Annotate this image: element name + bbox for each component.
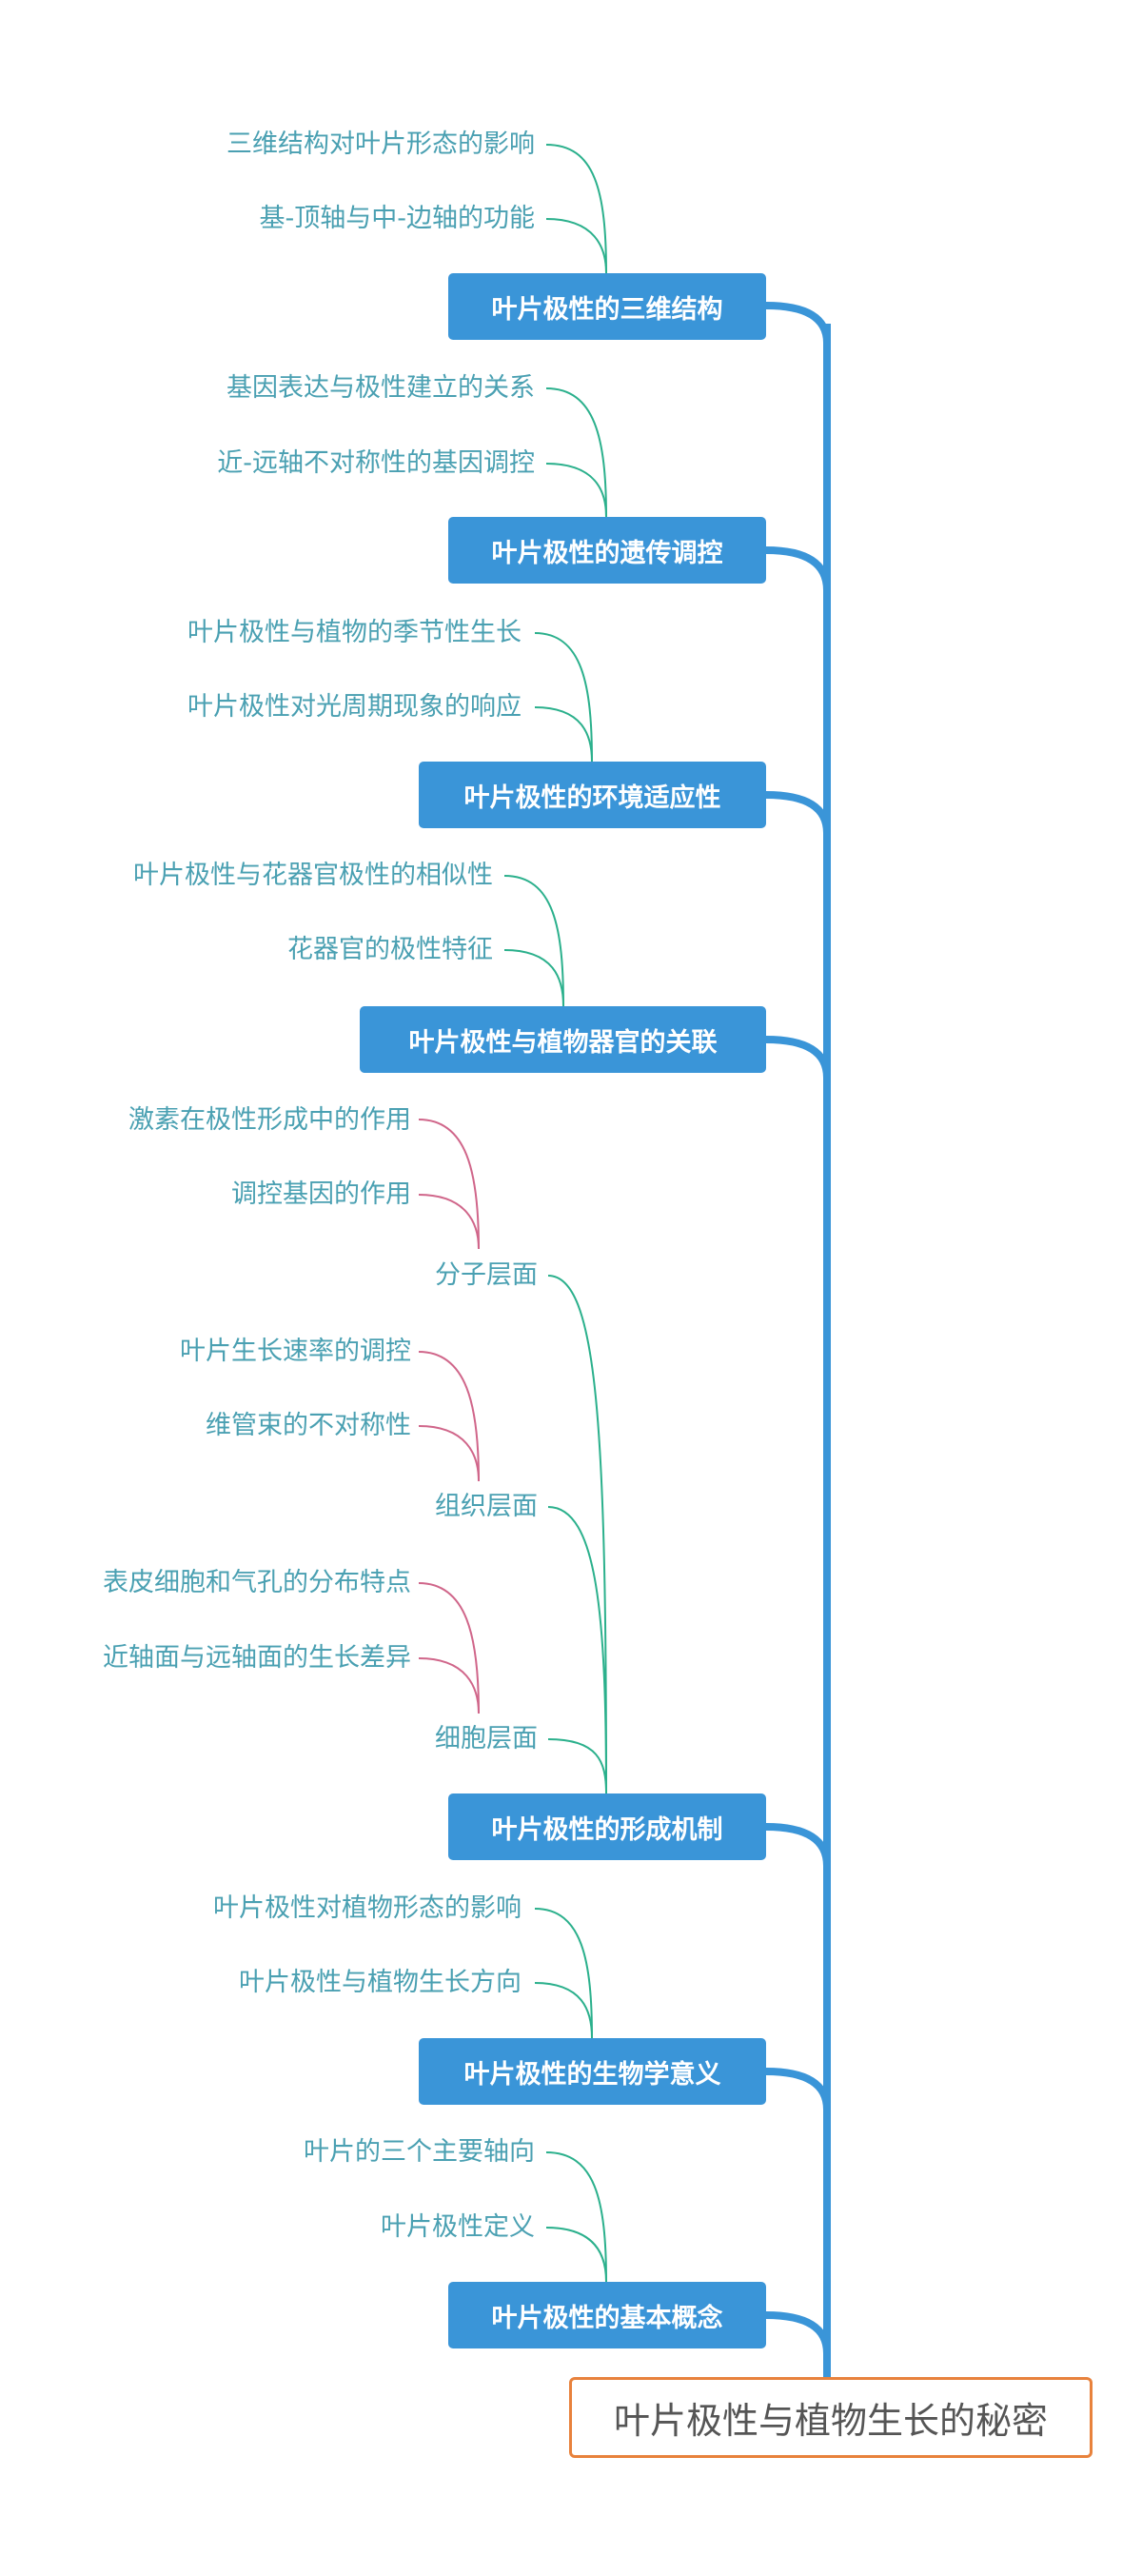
leaf-node[interactable]: 激素在极性形成中的作用	[128, 1105, 411, 1135]
leaf-node[interactable]: 叶片极性与植物的季节性生长	[187, 618, 522, 647]
leaf-node[interactable]: 叶片的三个主要轴向	[304, 2137, 535, 2167]
root-node[interactable]: 叶片极性与植物生长的秘密	[569, 2377, 1093, 2458]
branch-node-basic-concepts[interactable]: 叶片极性的基本概念	[448, 2282, 766, 2348]
leaf-node[interactable]: 花器官的极性特征	[287, 935, 493, 964]
leaf-node[interactable]: 叶片极性与植物生长方向	[239, 1968, 522, 1997]
branch-node-formation-mechanism[interactable]: 叶片极性的形成机制	[448, 1793, 766, 1860]
leaf-node[interactable]: 维管束的不对称性	[206, 1411, 411, 1440]
sub-node-tissue-level[interactable]: 组织层面	[435, 1492, 538, 1521]
leaf-node[interactable]: 三维结构对叶片形态的影响	[226, 129, 535, 159]
leaf-node[interactable]: 近轴面与远轴面的生长差异	[103, 1643, 411, 1673]
leaf-node[interactable]: 基-顶轴与中-边轴的功能	[259, 204, 536, 233]
leaf-node[interactable]: 调控基因的作用	[231, 1179, 411, 1209]
branch-node-3d-structure[interactable]: 叶片极性的三维结构	[448, 273, 766, 340]
branch-node-genetic-regulation[interactable]: 叶片极性的遗传调控	[448, 517, 766, 584]
leaf-node[interactable]: 叶片极性与花器官极性的相似性	[133, 861, 493, 890]
leaf-node[interactable]: 叶片极性对植物形态的影响	[213, 1893, 522, 1923]
branch-node-environmental-adaptation[interactable]: 叶片极性的环境适应性	[419, 762, 766, 828]
sub-node-cellular-level[interactable]: 细胞层面	[435, 1724, 538, 1754]
sub-node-molecular-level[interactable]: 分子层面	[435, 1260, 538, 1290]
leaf-node[interactable]: 近-远轴不对称性的基因调控	[217, 448, 535, 478]
leaf-node[interactable]: 叶片极性对光周期现象的响应	[187, 692, 522, 722]
branch-node-organ-association[interactable]: 叶片极性与植物器官的关联	[360, 1006, 766, 1073]
leaf-node[interactable]: 叶片生长速率的调控	[180, 1337, 411, 1366]
leaf-node[interactable]: 基因表达与极性建立的关系	[226, 373, 535, 403]
leaf-node[interactable]: 表皮细胞和气孔的分布特点	[103, 1568, 411, 1597]
branch-node-biological-significance[interactable]: 叶片极性的生物学意义	[419, 2038, 766, 2105]
leaf-node[interactable]: 叶片极性定义	[381, 2212, 535, 2242]
